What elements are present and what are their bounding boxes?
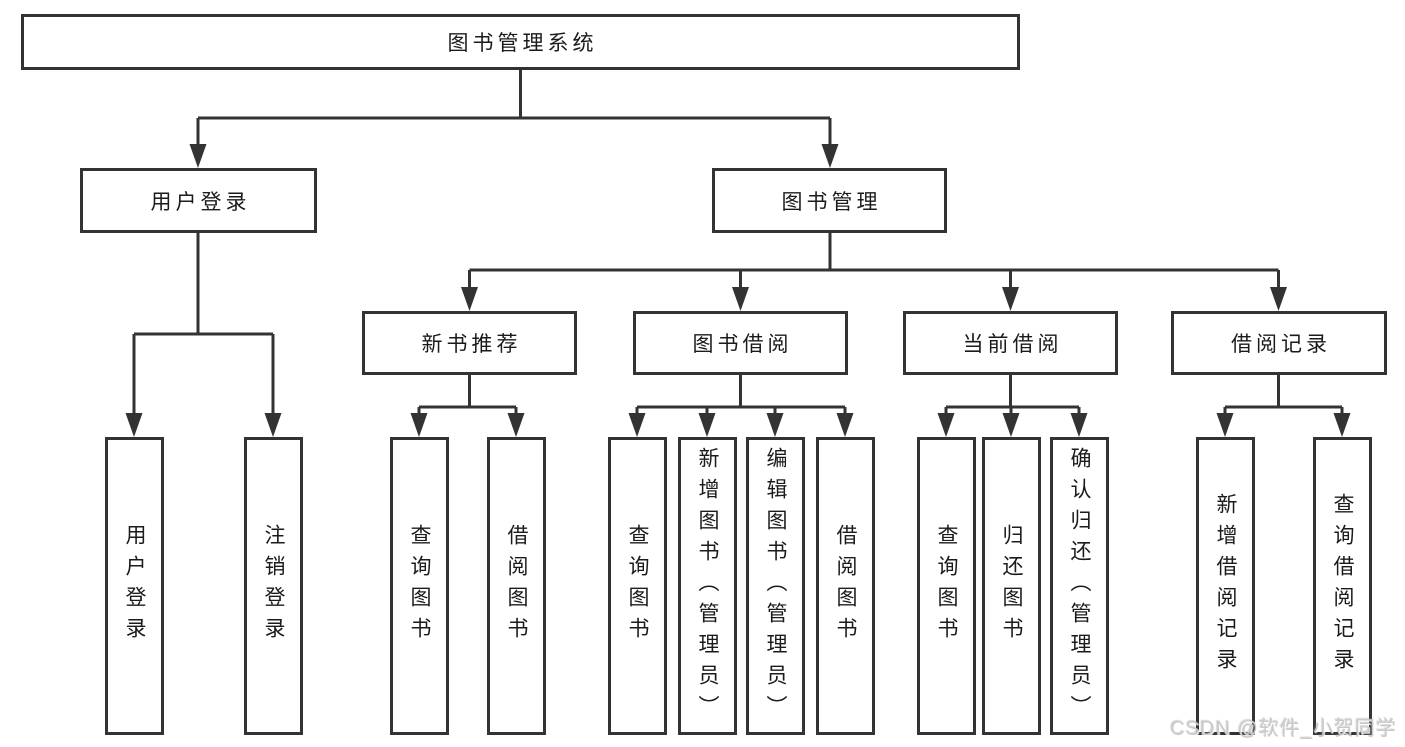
node-label: 新增借阅记录 [1214, 493, 1237, 679]
leaf-return-books: 归还图书 [982, 437, 1041, 735]
node-label: 借阅图书 [505, 524, 528, 648]
leaf-query-books-current: 查询图书 [917, 437, 976, 735]
leaf-query-borrow-record: 查询借阅记录 [1313, 437, 1372, 735]
node-label: 查询图书 [626, 524, 649, 648]
node-label: 借阅记录 [1231, 333, 1331, 356]
leaf-borrow-books-recommend: 借阅图书 [487, 437, 546, 735]
leaf-confirm-return-admin: 确认归还（管理员） [1050, 437, 1109, 735]
node-book-management: 图书管理 [712, 168, 947, 233]
node-label: 图书借阅 [692, 333, 793, 356]
node-label: 用户登录 [150, 190, 251, 214]
leaf-query-books-recommend: 查询图书 [390, 437, 449, 735]
node-label: 编辑图书（管理员） [764, 446, 787, 726]
node-label: 查询图书 [408, 524, 431, 648]
node-label: 归还图书 [1000, 524, 1023, 648]
leaf-query-books-borrow: 查询图书 [608, 437, 667, 735]
node-label: 注销登录 [262, 524, 285, 648]
node-label: 确认归还（管理员） [1068, 446, 1091, 726]
node-borrowing-records: 借阅记录 [1171, 311, 1387, 375]
node-label: 用户登录 [123, 524, 146, 648]
csdn-watermark: CSDN @软件_小贺同学 [1170, 718, 1397, 740]
node-book-borrowing: 图书借阅 [633, 311, 848, 375]
node-label: 借阅图书 [834, 524, 857, 648]
node-user-login: 用户登录 [80, 168, 317, 233]
node-label: 查询借阅记录 [1331, 493, 1354, 679]
leaf-edit-books-admin: 编辑图书（管理员） [746, 437, 805, 735]
node-new-book-recommendation: 新书推荐 [362, 311, 577, 375]
node-library-management-system: 图书管理系统 [21, 14, 1020, 70]
leaf-logout: 注销登录 [244, 437, 303, 735]
leaf-add-books-admin: 新增图书（管理员） [678, 437, 737, 735]
node-label: 图书管理系统 [447, 32, 598, 55]
node-label: 新增图书（管理员） [696, 446, 719, 726]
node-current-borrowing: 当前借阅 [903, 311, 1118, 375]
node-label: 当前借阅 [962, 333, 1063, 356]
node-label: 图书管理 [781, 190, 882, 214]
arrow-down-icons [125, 144, 1351, 437]
leaf-user-login: 用户登录 [105, 437, 164, 735]
node-label: 新书推荐 [421, 333, 522, 356]
node-label: 查询图书 [935, 524, 958, 648]
leaf-borrow-books: 借阅图书 [816, 437, 875, 735]
leaf-add-borrow-record: 新增借阅记录 [1196, 437, 1255, 735]
